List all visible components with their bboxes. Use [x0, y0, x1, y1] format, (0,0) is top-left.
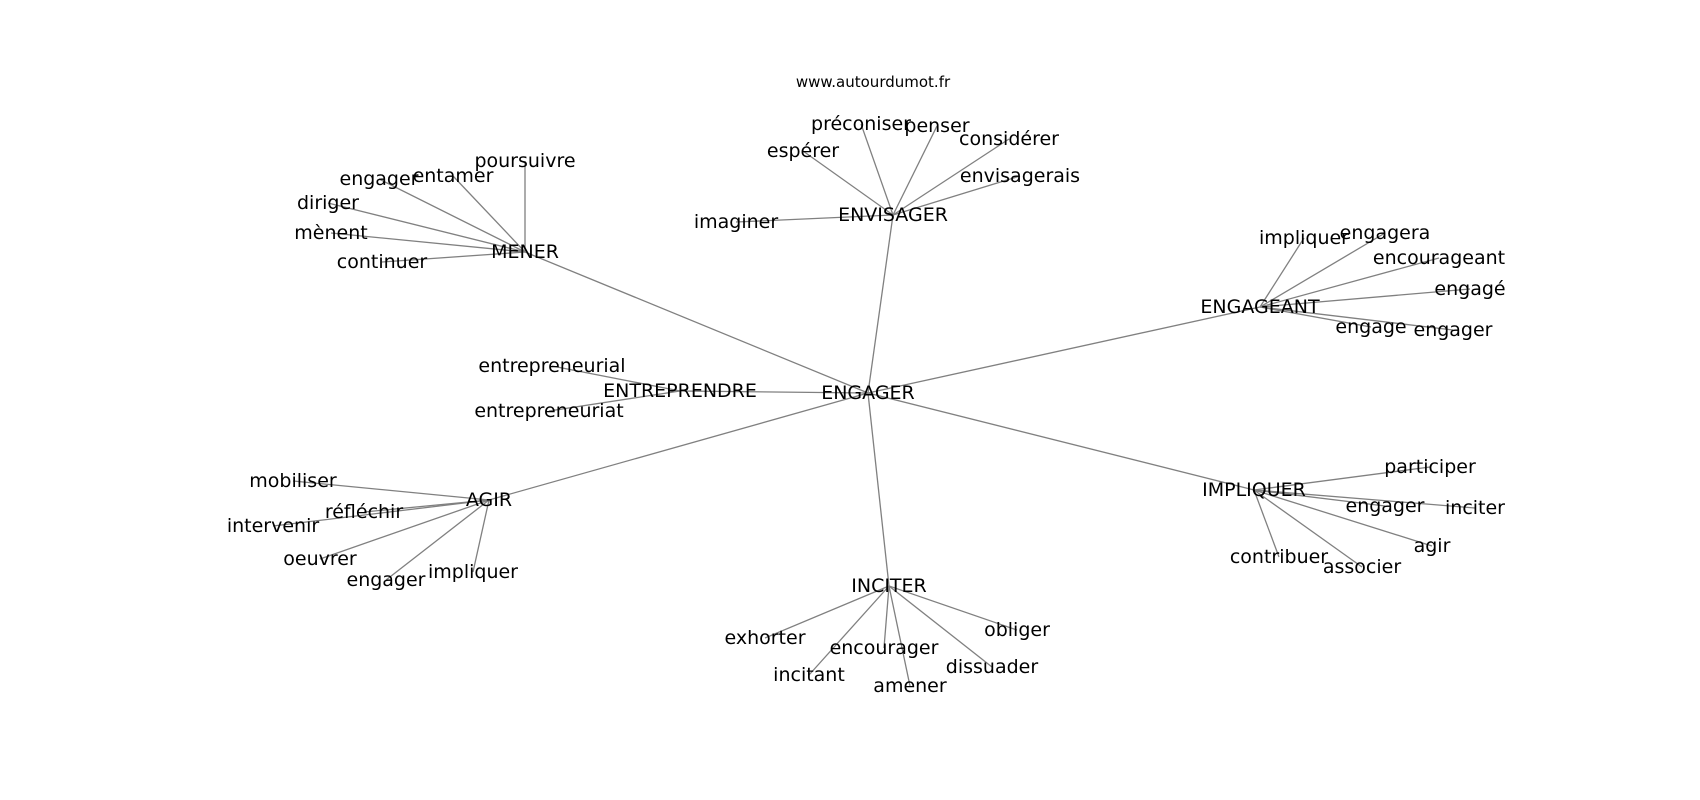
- leaf-node-envisager-considerer[interactable]: considérer: [959, 128, 1059, 150]
- edge-envisager-imaginer: [735, 214, 894, 223]
- leaf-node-agir-engager[interactable]: engager: [347, 569, 426, 591]
- leaf-node-inciter-encourager[interactable]: encourager: [830, 637, 939, 659]
- edge-envisager-esperer: [802, 150, 894, 216]
- leaf-node-impliquer-associer[interactable]: associer: [1323, 556, 1401, 578]
- center-node-engager[interactable]: ENGAGER: [821, 382, 915, 404]
- leaf-node-entreprendre-entrepreneurial[interactable]: entrepreneurial: [478, 355, 625, 377]
- hub-node-inciter[interactable]: INCITER: [851, 575, 927, 597]
- leaf-node-impliquer-inciter[interactable]: inciter: [1445, 497, 1505, 519]
- leaf-node-mener-menent[interactable]: mènent: [294, 222, 367, 244]
- edge-mener-menent: [330, 232, 526, 253]
- leaf-node-engageant-engager[interactable]: engager: [1414, 319, 1493, 341]
- leaf-node-engageant-engage[interactable]: engage: [1335, 316, 1406, 338]
- edge-mener-diriger: [327, 202, 526, 253]
- edge-inciter-exhorter: [764, 585, 890, 639]
- edge-mener-entamer: [452, 175, 526, 253]
- edge-inciter-amener: [888, 585, 911, 687]
- edge-impliquer-associer: [1253, 489, 1363, 568]
- leaf-node-engageant-engagera[interactable]: engagera: [1340, 222, 1431, 244]
- leaf-node-inciter-incitant[interactable]: incitant: [773, 664, 845, 686]
- leaf-node-inciter-amener[interactable]: amener: [873, 675, 947, 697]
- edge-envisager-preconiser: [860, 123, 894, 216]
- edge-inciter-incitant: [808, 585, 890, 676]
- edge-engageant-engagera: [1259, 232, 1386, 308]
- edge-envisager-considerer: [892, 138, 1010, 216]
- edge-impliquer-contribuer: [1253, 489, 1280, 558]
- leaf-node-envisager-imaginer[interactable]: imaginer: [694, 211, 779, 233]
- labels-layer: www.autourdumot.fr ENGAGER MENER poursuivr…: [227, 73, 1506, 697]
- edge-agir-impliquer: [472, 499, 490, 573]
- leaf-node-impliquer-participer[interactable]: participer: [1384, 456, 1476, 478]
- hub-node-mener[interactable]: MENER: [491, 241, 559, 263]
- edge-engager-impliquer: [867, 392, 1255, 491]
- edge-entreprendre-entrepreneurial: [551, 365, 681, 392]
- edge-inciter-obliger: [888, 585, 1018, 631]
- leaf-node-mener-diriger[interactable]: diriger: [297, 192, 359, 214]
- leaf-node-agir-mobiliser[interactable]: mobiliser: [249, 470, 337, 492]
- edge-engageant-engage: [1259, 288, 1471, 308]
- leaf-node-agir-intervenir[interactable]: intervenir: [227, 515, 320, 537]
- leaf-node-envisager-preconiser[interactable]: préconiser: [811, 113, 911, 135]
- edge-engageant-impliquer: [1259, 237, 1305, 308]
- leaf-node-agir-reflechir[interactable]: réfléchir: [325, 501, 404, 523]
- edge-engageant-encourageant: [1259, 257, 1440, 308]
- leaf-node-impliquer-agir[interactable]: agir: [1414, 535, 1451, 557]
- edge-impliquer-participer: [1253, 466, 1431, 491]
- edge-mener-continuer: [381, 251, 526, 263]
- edge-engager-agir: [488, 392, 869, 501]
- edge-impliquer-agir: [1253, 489, 1433, 547]
- edge-engager-entreprendre: [679, 390, 869, 394]
- edge-agir-oeuvrer: [319, 499, 490, 560]
- leaf-node-agir-impliquer[interactable]: impliquer: [428, 561, 518, 583]
- leaf-node-mener-poursuivre[interactable]: poursuivre: [474, 150, 575, 172]
- leaf-node-envisager-envisagerais[interactable]: envisagerais: [960, 165, 1080, 187]
- leaf-node-engageant-encourageant[interactable]: encourageant: [1373, 247, 1505, 269]
- edge-engager-mener: [524, 251, 869, 394]
- edge-agir-intervenir: [272, 499, 490, 527]
- leaf-node-impliquer-engager[interactable]: engager: [1346, 495, 1425, 517]
- site-url-label[interactable]: www.autourdumot.fr: [796, 73, 951, 91]
- hub-node-impliquer[interactable]: IMPLIQUER: [1202, 479, 1306, 501]
- edge-mener-engager: [378, 178, 526, 253]
- hub-node-envisager[interactable]: ENVISAGER: [838, 204, 948, 226]
- leaf-node-inciter-dissuader[interactable]: dissuader: [946, 656, 1039, 678]
- edge-agir-engager: [385, 499, 490, 581]
- leaf-node-envisager-penser[interactable]: penser: [904, 115, 969, 137]
- edge-inciter-encourager: [883, 585, 890, 649]
- edge-engager-envisager: [867, 214, 894, 394]
- edge-entreprendre-entrepreneuriat: [548, 390, 681, 412]
- leaf-node-engageant-engage[interactable]: engagé: [1434, 278, 1505, 300]
- leaf-node-impliquer-contribuer[interactable]: contribuer: [1230, 546, 1328, 568]
- edges-layer: [272, 123, 1476, 687]
- edge-envisager-envisagerais: [892, 175, 1021, 216]
- leaf-node-envisager-esperer[interactable]: espérer: [767, 140, 839, 162]
- leaf-node-entreprendre-entrepreneuriat[interactable]: entrepreneuriat: [474, 400, 623, 422]
- hub-node-engageant[interactable]: ENGAGEANT: [1200, 296, 1320, 318]
- edge-impliquer-inciter: [1253, 489, 1476, 509]
- edge-impliquer-engager: [1253, 489, 1386, 507]
- hub-node-entreprendre[interactable]: ENTREPRENDRE: [603, 380, 757, 402]
- edge-envisager-penser: [892, 125, 938, 216]
- edge-agir-mobiliser: [292, 480, 490, 501]
- leaf-node-engageant-impliquer[interactable]: impliquer: [1259, 227, 1349, 249]
- leaf-node-agir-oeuvrer[interactable]: oeuvrer: [283, 548, 357, 570]
- leaf-node-mener-entamer[interactable]: entamer: [413, 165, 494, 187]
- edge-inciter-dissuader: [888, 585, 993, 668]
- leaf-node-inciter-obliger[interactable]: obliger: [984, 619, 1050, 641]
- leaf-node-mener-continuer[interactable]: continuer: [337, 251, 428, 273]
- edge-engageant-engage: [1259, 306, 1372, 328]
- edge-engageant-engager: [1259, 306, 1454, 331]
- leaf-node-inciter-exhorter[interactable]: exhorter: [724, 627, 805, 649]
- hub-node-agir[interactable]: AGIR: [466, 489, 512, 511]
- edge-engager-engageant: [867, 306, 1261, 394]
- leaf-node-mener-engager[interactable]: engager: [340, 168, 419, 190]
- edge-engager-inciter: [867, 392, 890, 587]
